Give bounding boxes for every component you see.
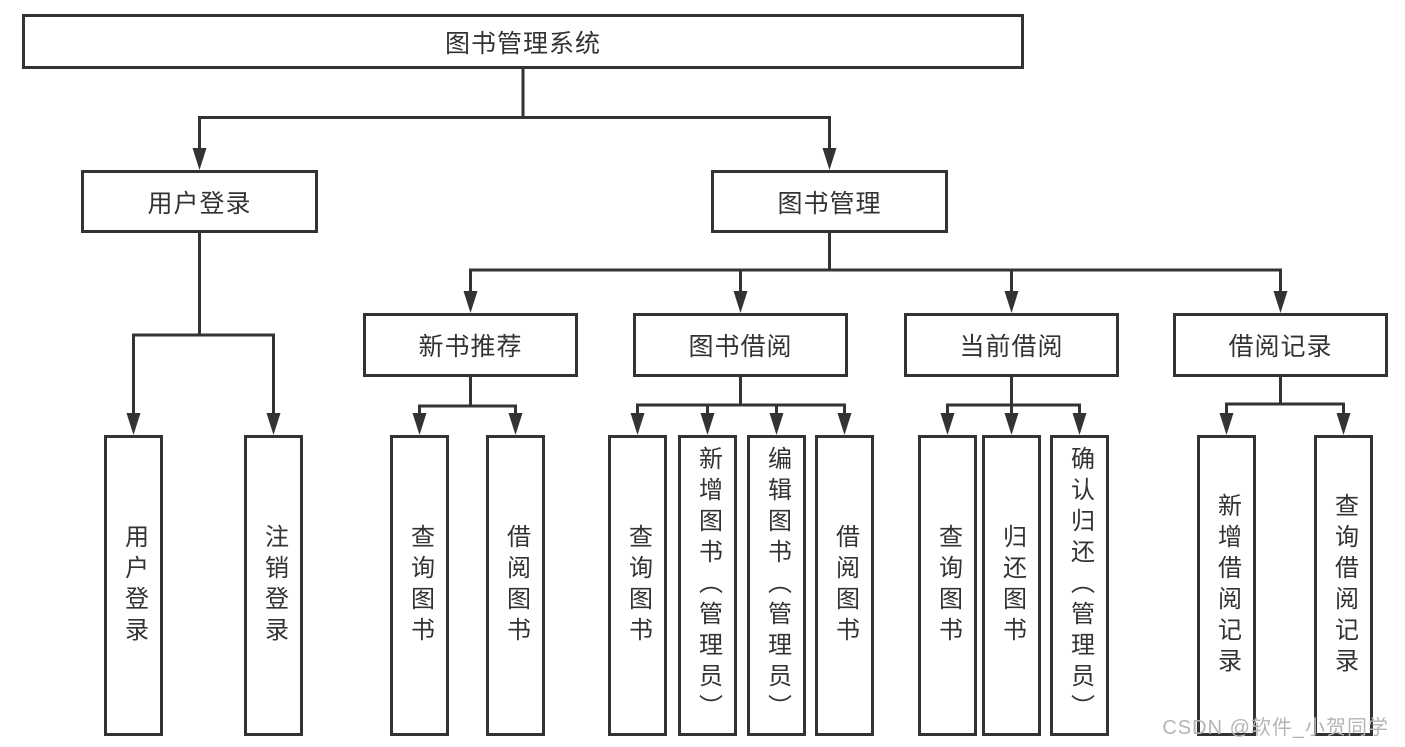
node-book-management: 图书管理 (711, 170, 948, 233)
connector-arrowhead (192, 148, 207, 170)
leaf-borrow-edit-books-admin: 编辑图书（管理员） (747, 435, 806, 736)
connector-arrowhead (508, 413, 523, 435)
connector-arrowhead (940, 413, 955, 435)
leaf-current-return-books-label: 归还图书 (998, 523, 1026, 648)
connector-arrowhead (463, 291, 478, 313)
node-current-borrow-label: 当前借阅 (959, 333, 1064, 361)
connector-arrowhead (412, 413, 427, 435)
connector-arrowhead (1072, 413, 1087, 435)
leaf-records-query-record-label: 查询借阅记录 (1330, 492, 1358, 679)
leaf-user-logout-label: 注销登录 (260, 523, 288, 648)
watermark: CSDN @软件_小贺同学 (1162, 717, 1389, 739)
node-book-management-label: 图书管理 (777, 189, 882, 218)
leaf-user-login: 用户登录 (104, 435, 163, 736)
connector-arrowhead (1004, 291, 1019, 313)
connector-arrowhead (1273, 291, 1288, 313)
leaf-current-return-books: 归还图书 (982, 435, 1041, 736)
connector-arrowhead (630, 413, 645, 435)
leaf-borrow-borrow-books: 借阅图书 (815, 435, 874, 736)
leaf-borrow-query-books-label: 查询图书 (624, 523, 652, 648)
leaf-records-add-record-label: 新增借阅记录 (1213, 492, 1241, 679)
connector-arrowhead (266, 413, 281, 435)
leaf-newbook-query-books: 查询图书 (390, 435, 449, 736)
connector-arrowhead (769, 413, 784, 435)
leaf-newbook-borrow-books: 借阅图书 (486, 435, 545, 736)
node-library-system: 图书管理系统 (22, 14, 1024, 69)
node-book-borrow-label: 图书借阅 (688, 333, 793, 361)
leaf-user-logout: 注销登录 (244, 435, 303, 736)
leaf-borrow-edit-books-admin-label: 编辑图书（管理员） (763, 446, 791, 725)
leaf-user-login-label: 用户登录 (120, 523, 148, 648)
leaf-current-query-books: 查询图书 (918, 435, 977, 736)
leaf-current-confirm-return-admin: 确认归还（管理员） (1050, 435, 1109, 736)
leaf-borrow-query-books: 查询图书 (608, 435, 667, 736)
node-new-book-recommend: 新书推荐 (363, 313, 578, 377)
leaf-current-query-books-label: 查询图书 (934, 523, 962, 648)
leaf-newbook-borrow-books-label: 借阅图书 (502, 523, 530, 648)
node-current-borrow: 当前借阅 (904, 313, 1119, 377)
connector-arrowhead (1219, 413, 1234, 435)
node-new-book-recommend-label: 新书推荐 (418, 333, 523, 361)
connector-arrowhead (126, 413, 141, 435)
leaf-borrow-add-books-admin: 新增图书（管理员） (678, 435, 737, 736)
connector-arrowhead (837, 413, 852, 435)
leaf-records-query-record: 查询借阅记录 (1314, 435, 1373, 736)
leaf-records-add-record: 新增借阅记录 (1197, 435, 1256, 736)
node-book-borrow: 图书借阅 (633, 313, 848, 377)
leaf-current-confirm-return-admin-label: 确认归还（管理员） (1066, 446, 1094, 725)
leaf-borrow-borrow-books-label: 借阅图书 (831, 523, 859, 648)
node-user-login: 用户登录 (81, 170, 318, 233)
connector-arrowhead (700, 413, 715, 435)
connector-arrowhead (733, 291, 748, 313)
node-borrow-records: 借阅记录 (1173, 313, 1388, 377)
node-user-login-label: 用户登录 (147, 189, 252, 218)
connector-arrowhead (1336, 413, 1351, 435)
leaf-newbook-query-books-label: 查询图书 (406, 523, 434, 648)
node-library-system-label: 图书管理系统 (444, 29, 601, 58)
node-borrow-records-label: 借阅记录 (1228, 333, 1333, 361)
connector-arrowhead (822, 148, 837, 170)
connector-arrowhead (1004, 413, 1019, 435)
leaf-borrow-add-books-admin-label: 新增图书（管理员） (694, 446, 722, 725)
